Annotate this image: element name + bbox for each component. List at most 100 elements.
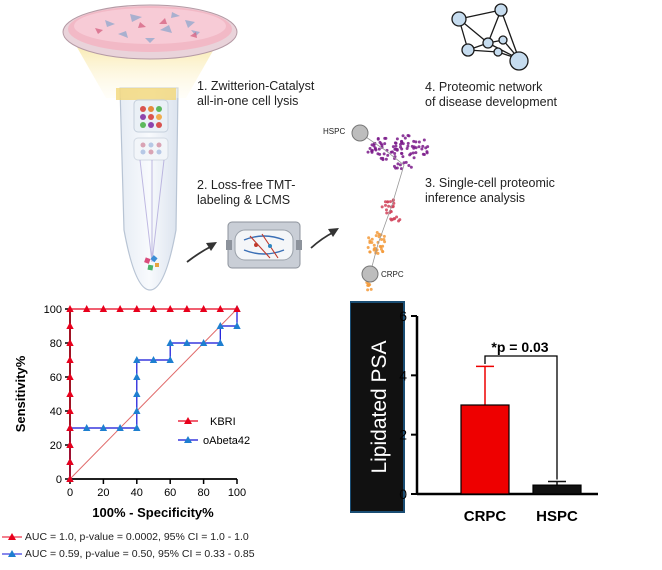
hspc-node <box>351 124 369 142</box>
arrow-to-lcms <box>186 245 213 263</box>
trajectory-point <box>417 145 421 149</box>
roc-x-tick-label: 80 <box>197 487 209 499</box>
trajectory-point <box>395 166 399 170</box>
trajectory-point <box>394 144 398 148</box>
trajectory-point <box>377 147 381 151</box>
bar-category-label: CRPC <box>464 508 507 525</box>
roc-annotation-kbri: AUC = 1.0, p-value = 0.0002, 95% CI = 1.… <box>2 531 249 543</box>
trajectory-point <box>398 143 402 147</box>
significance-label: *p = 0.03 <box>491 339 548 355</box>
roc-point <box>133 407 141 414</box>
roc-series <box>66 305 241 482</box>
arrow-to-analysis <box>310 231 335 249</box>
trajectory-point <box>381 158 385 162</box>
trajectory-point <box>412 156 416 160</box>
trajectory-point <box>410 144 414 148</box>
trajectory-point <box>392 164 396 168</box>
trajectory-point <box>372 144 376 148</box>
trajectory-point <box>382 237 386 241</box>
trajectory-point <box>396 162 400 166</box>
trajectory-point <box>405 146 409 150</box>
roc-x-tick-label: 20 <box>97 487 109 499</box>
roc-y-tick-label: 100 <box>44 304 62 316</box>
roc-point <box>216 305 224 312</box>
roc-point <box>133 373 141 380</box>
trajectory-point <box>383 142 387 146</box>
roc-annotation-abeta: AUC = 0.59, p-value = 0.50, 95% CI = 0.3… <box>2 548 255 560</box>
step2-label: 2. Loss-free TMT- labeling & LCMS <box>197 178 295 208</box>
trajectory-point <box>397 219 401 223</box>
step4-line1: 4. Proteomic network <box>425 80 543 94</box>
roc-y-tick-label: 60 <box>50 372 62 384</box>
trajectory-point <box>393 147 397 151</box>
trajectory-point <box>421 144 425 148</box>
lcms-device-icon <box>226 221 302 269</box>
triangle-red-icon <box>2 533 22 541</box>
roc-point <box>83 305 91 312</box>
trajectory-point <box>391 145 395 149</box>
trajectory-point <box>395 137 399 141</box>
roc-diagonal <box>69 308 238 480</box>
roc-point <box>66 458 74 465</box>
trajectory-point <box>407 134 411 138</box>
trajectory-point <box>395 147 399 151</box>
trajectory-point <box>412 139 416 143</box>
trajectory-point <box>374 234 378 238</box>
trajectory-point <box>385 211 389 215</box>
trajectory-point <box>382 152 386 156</box>
roc-point <box>66 373 74 380</box>
roc-point <box>149 356 158 363</box>
roc-x-tick-label: 60 <box>164 487 176 499</box>
trajectory-point <box>414 151 418 155</box>
trajectory-point <box>414 146 418 150</box>
legend-kbri-marker <box>184 417 192 424</box>
roc-point <box>149 305 158 312</box>
trajectory-point <box>376 137 380 141</box>
trajectory-point <box>409 152 413 156</box>
roc-point <box>66 475 74 482</box>
step1-line1: 1. Zwitterion-Catalyst <box>197 79 315 93</box>
bar-crpc <box>460 404 510 495</box>
trajectory-point <box>368 241 372 245</box>
trajectory-point <box>393 141 397 145</box>
trajectory-point <box>377 235 381 239</box>
hspc-node-label: HSPC <box>323 127 345 136</box>
roc-point <box>183 305 191 312</box>
trajectory-point <box>411 151 415 155</box>
trajectory-point <box>400 147 404 151</box>
step3-label: 3. Single-cell proteomic inference analy… <box>425 176 555 206</box>
trajectory-point <box>384 208 388 212</box>
trajectory-point <box>395 215 399 219</box>
roc-point <box>66 339 74 346</box>
roc-y-tick-label: 40 <box>50 406 62 418</box>
roc-point <box>166 339 174 346</box>
roc-point <box>133 390 141 397</box>
step1-line2: all-in-one cell lysis <box>197 94 299 108</box>
bar-y-tick-label: 6 <box>399 308 407 324</box>
trajectory-point <box>399 139 403 143</box>
roc-ylabel: Sensitivity% <box>13 355 28 432</box>
trajectory-point <box>384 157 388 161</box>
trajectory-point <box>399 167 403 171</box>
trajectory-point <box>402 161 406 165</box>
workflow-schematic: HSPC CRPC <box>62 3 529 292</box>
step4-line2: of disease development <box>425 95 558 109</box>
trajectory-point <box>373 147 377 151</box>
bar-y-tick-label: 2 <box>399 427 407 443</box>
trajectory-point <box>387 204 391 208</box>
trajectory-point <box>369 287 373 291</box>
roc-point <box>66 305 74 312</box>
step4-label: 4. Proteomic network of disease developm… <box>425 80 557 110</box>
roc-xlabel: 100% - Specificity% <box>92 505 214 520</box>
roc-point <box>116 305 124 312</box>
trajectory-point <box>384 203 388 207</box>
crpc-node <box>361 265 379 283</box>
trajectory-point <box>383 240 387 244</box>
legend-kbri-label: KBRI <box>210 416 236 428</box>
trajectory-point <box>370 237 374 241</box>
well-plate-icon <box>133 99 169 161</box>
roc-y-tick-label: 80 <box>50 338 62 350</box>
roc-point <box>99 305 108 312</box>
